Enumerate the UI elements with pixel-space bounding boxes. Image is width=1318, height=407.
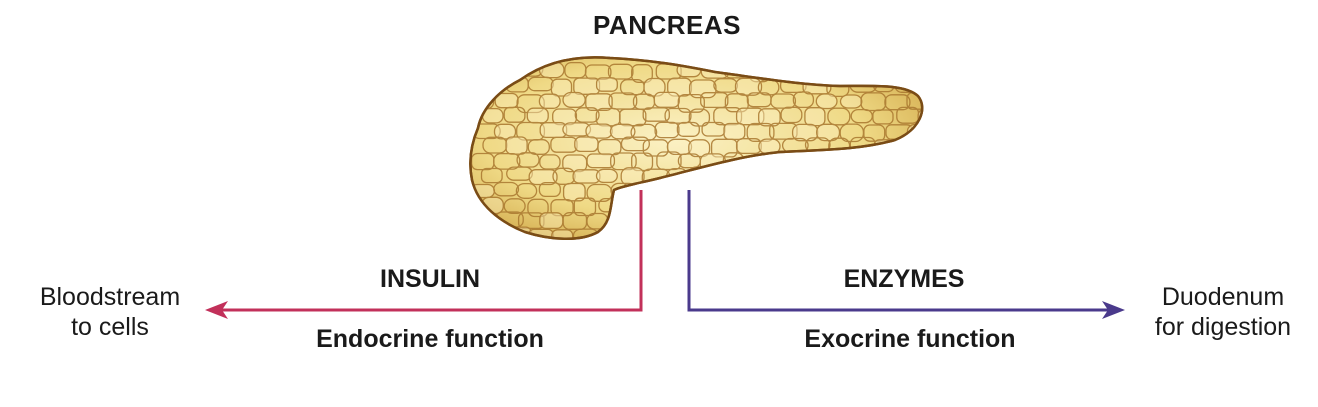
bloodstream-line1: Bloodstream <box>39 283 181 311</box>
insulin-pathway-line <box>222 190 643 312</box>
enzymes-label: ENZYMES <box>843 265 965 293</box>
bloodstream-line2: to cells <box>71 313 149 341</box>
insulin-label: INSULIN <box>380 265 480 293</box>
organ-title: PANCREAS <box>593 10 741 40</box>
duodenum-destination: Duodenum for digestion <box>1128 282 1318 342</box>
enzyme-pathway-line <box>687 190 1108 312</box>
insulin-arrowhead <box>205 301 228 319</box>
duodenum-line2: for digestion <box>1154 313 1292 341</box>
pancreas-illustration <box>469 56 924 240</box>
enzyme-arrowhead <box>1102 301 1125 319</box>
exocrine-function-label: Exocrine function <box>804 325 1016 353</box>
bloodstream-destination: Bloodstream to cells <box>20 282 200 342</box>
duodenum-line1: Duodenum <box>1161 283 1285 311</box>
endocrine-function-label: Endocrine function <box>316 325 544 353</box>
